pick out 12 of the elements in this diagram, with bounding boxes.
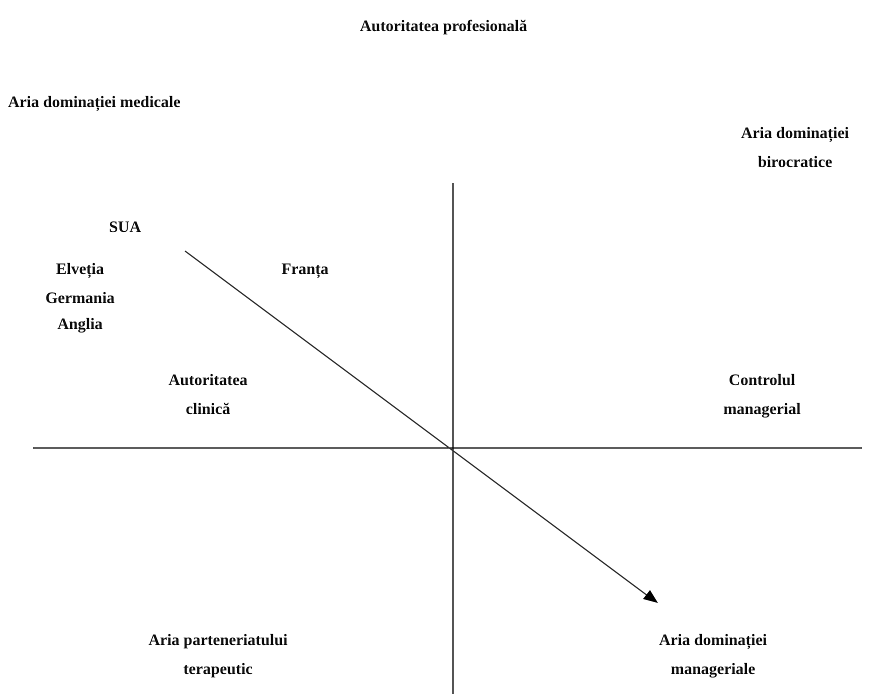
- quadrant-label: SUA: [108, 218, 142, 238]
- title: Autoritatea profesională: [358, 18, 528, 36]
- quadrant-label: Germania: [44, 289, 116, 309]
- quadrant-label: Aria parteneriatului terapeutic: [147, 631, 289, 680]
- quadrant-label: Aria dominației manageriale: [658, 631, 768, 680]
- quadrant-label: Anglia: [56, 315, 104, 335]
- quadrant-label: Aria dominației birocratice: [740, 124, 850, 173]
- quadrant-label: Franța: [280, 260, 330, 280]
- quadrant-label: Controlul managerial: [722, 371, 802, 420]
- quadrant-label: Elveția: [55, 260, 105, 280]
- quadrant-label: Aria dominației medicale: [8, 93, 182, 113]
- quadrant-label: Autoritatea clinică: [167, 371, 249, 420]
